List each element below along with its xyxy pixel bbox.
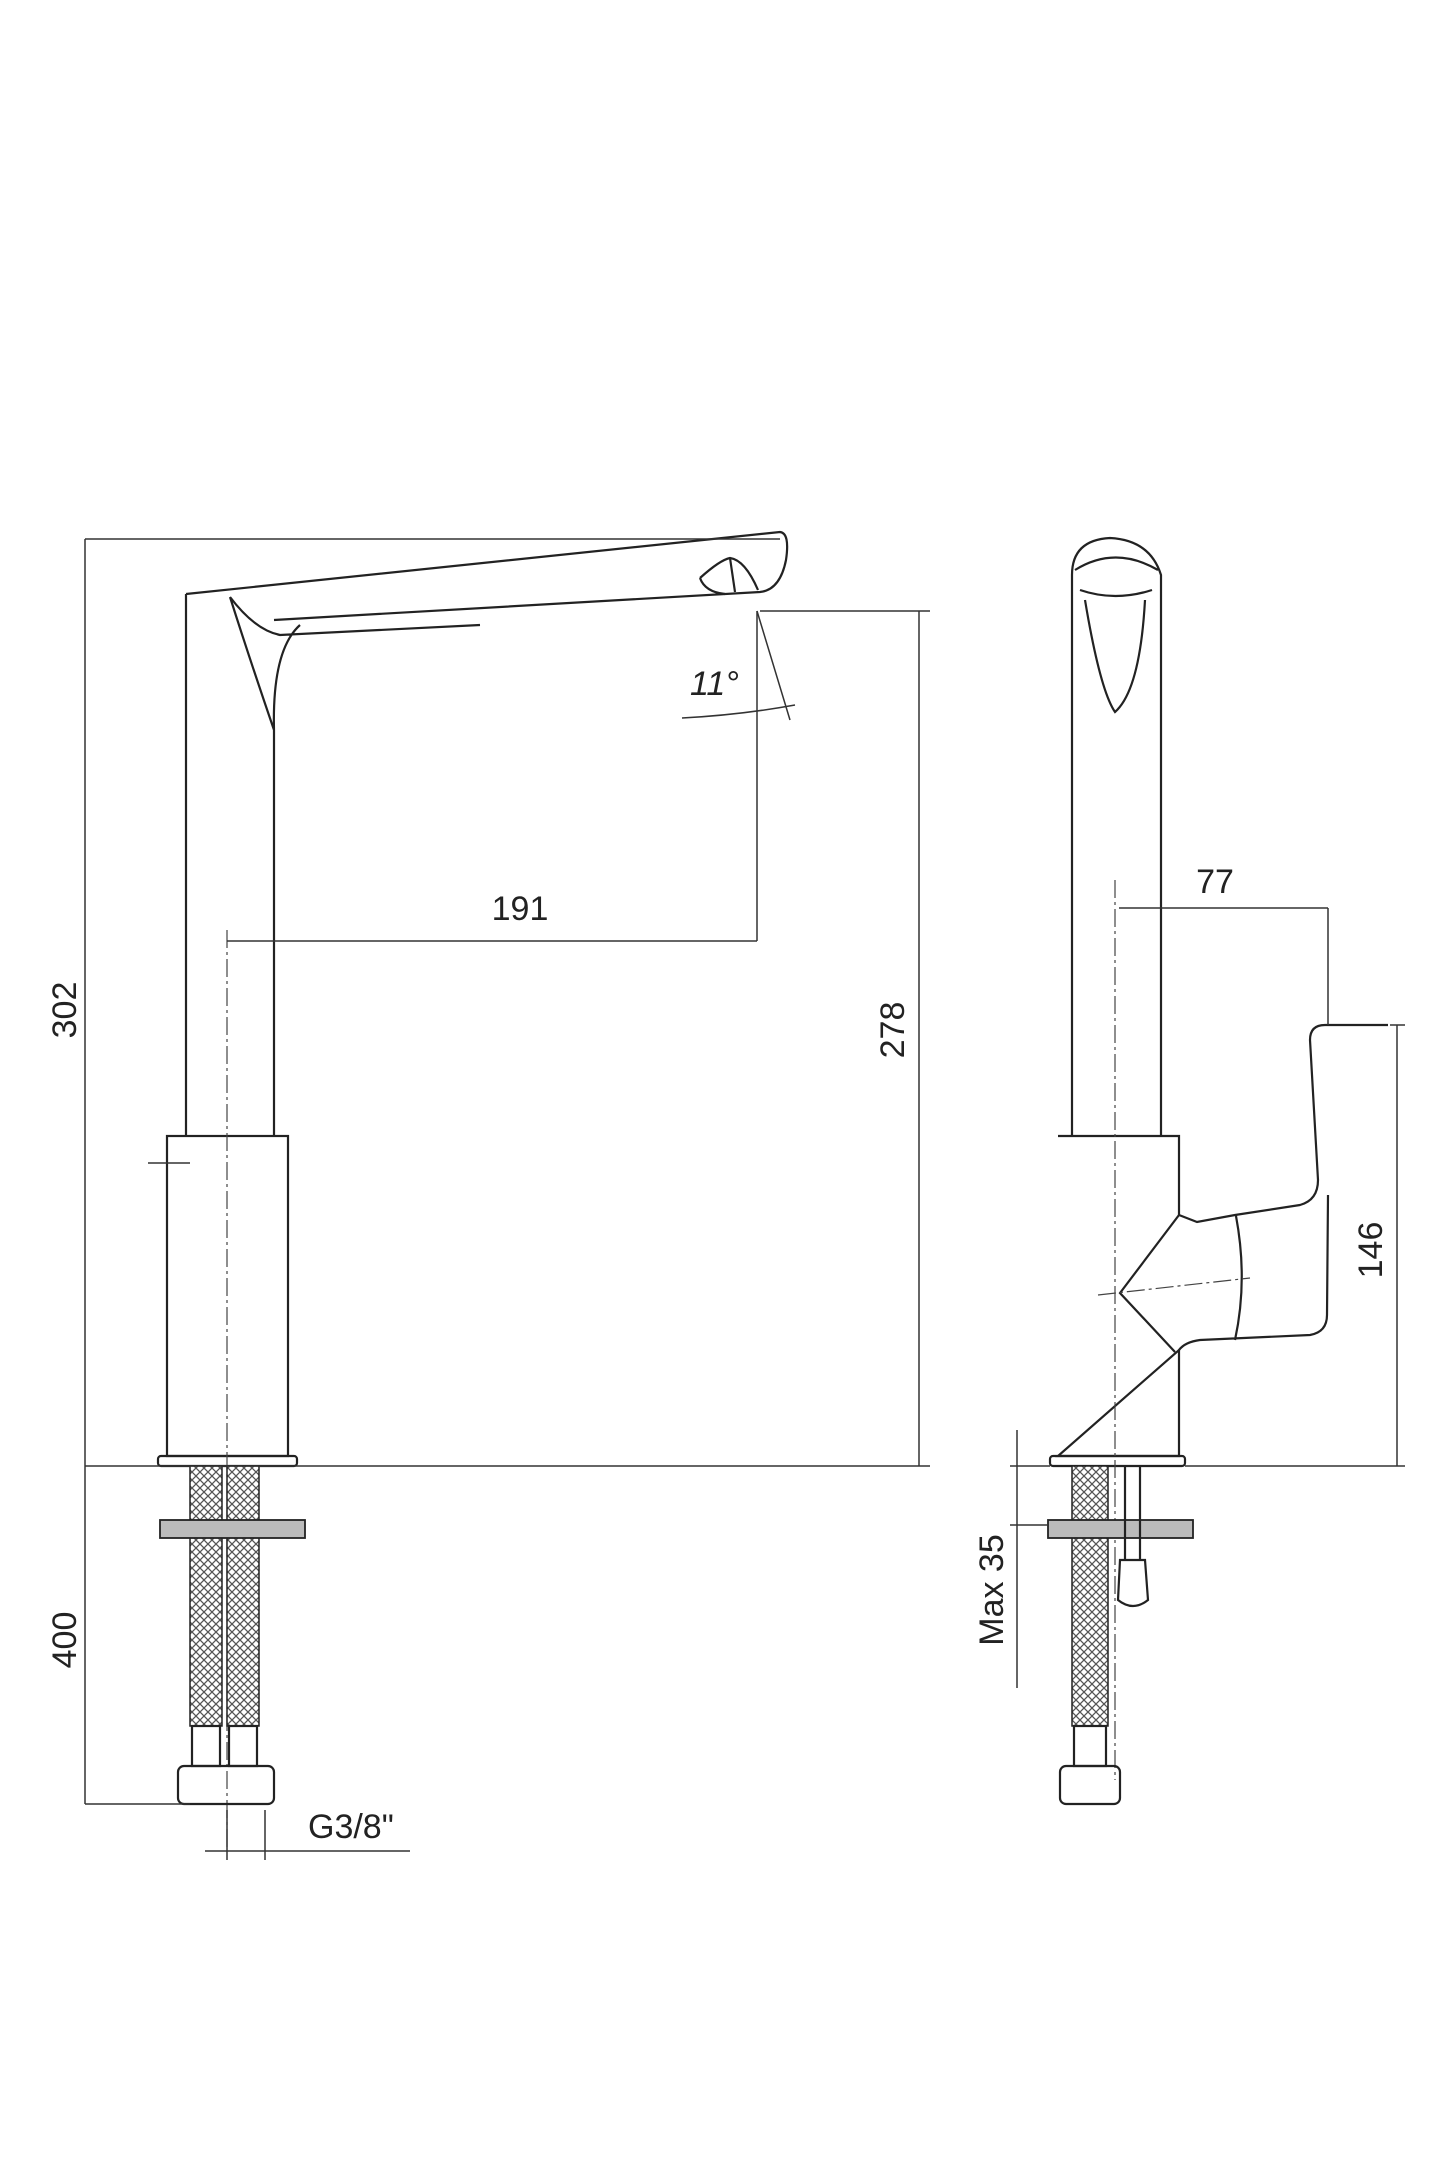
dim-400-label: 400 (46, 1612, 84, 1669)
dim-angle-label: 11° (690, 665, 739, 703)
dim-angle-lines (681, 610, 796, 721)
side-base-plate (1048, 1454, 1187, 1468)
dim-191-lines (227, 611, 758, 942)
dim-connection-label: G3/8" (308, 1808, 394, 1846)
dim-max35-label: Max 35 (973, 1534, 1011, 1646)
side-handle-lever (1118, 1023, 1388, 1353)
side-hose-nut (1058, 1764, 1122, 1806)
side-hose (1071, 1465, 1109, 1727)
dim-146-lines (1185, 1024, 1405, 1467)
front-hose-fitting-left (190, 1724, 222, 1768)
front-hose-left (189, 1465, 223, 1727)
front-view: 302 278 191 11° 400 G3/8" (46, 530, 930, 1860)
dim-max35-lines (1010, 1430, 1050, 1688)
side-mounting-washer (1047, 1519, 1194, 1539)
dim-77-label: 77 (1196, 863, 1234, 901)
dim-278-lines (760, 610, 930, 1466)
side-handle-axis (1097, 1277, 1251, 1296)
dim-278-label: 278 (874, 1002, 912, 1059)
dim-146-label: 146 (1352, 1222, 1390, 1279)
side-body (1055, 1134, 1181, 1458)
front-hose-right (226, 1465, 260, 1727)
dim-302-lines (84, 538, 930, 1467)
dim-400-lines (84, 1466, 190, 1805)
dim-302-label: 302 (46, 982, 84, 1039)
dim-connection-lines (205, 1810, 410, 1860)
side-view: 77 146 Max 35 (973, 536, 1405, 1806)
dim-191-label: 191 (492, 890, 549, 928)
side-hose-fitting (1072, 1724, 1108, 1768)
side-stud (1116, 1466, 1150, 1608)
front-hose-fitting-right (227, 1724, 259, 1768)
dim-77-lines (1119, 907, 1329, 1025)
front-hose-nut (176, 1764, 276, 1806)
front-mounting-washer (159, 1519, 306, 1539)
front-spout (184, 530, 789, 1136)
side-spout-head (1070, 536, 1163, 1136)
front-aerator (698, 556, 760, 596)
